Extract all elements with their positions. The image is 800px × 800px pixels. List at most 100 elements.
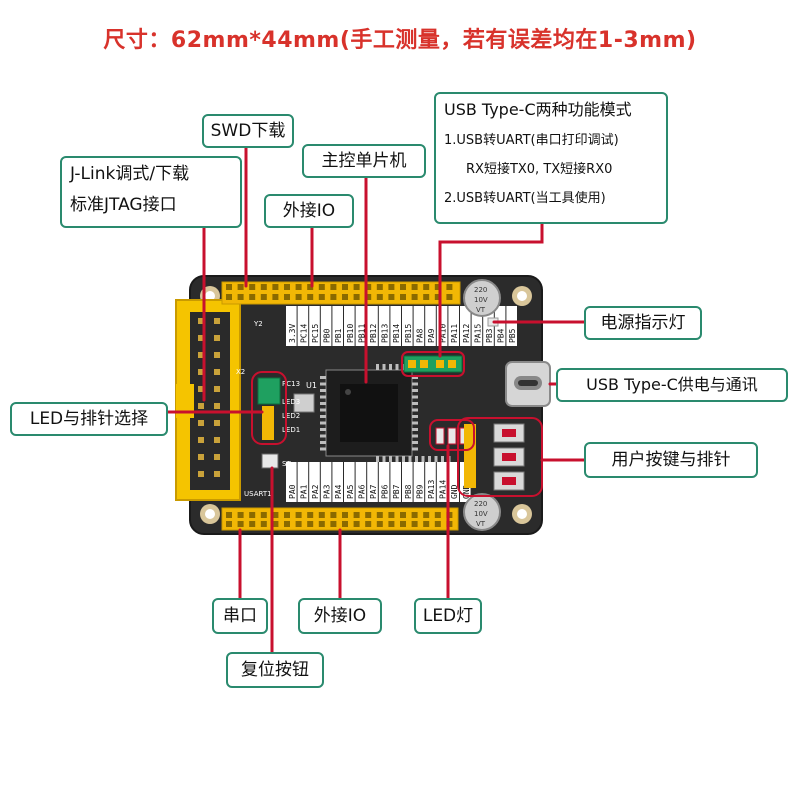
mounting-hole-bl — [200, 504, 220, 524]
chip-leg — [320, 376, 326, 379]
header-pin — [376, 512, 383, 518]
header-pin — [423, 294, 430, 300]
header-pin — [376, 284, 383, 290]
header-pin — [307, 294, 314, 300]
chip-leg — [412, 408, 418, 412]
jtag-pin — [214, 335, 220, 341]
callout-usb-mode-2: 2.USB转UART(当工具使用) — [444, 191, 606, 206]
header-pin — [226, 521, 232, 527]
silk-u1: U1 — [306, 381, 317, 390]
silk-label-bg — [436, 306, 448, 346]
header-pin — [226, 294, 232, 300]
silk-pin-label: PB5 — [508, 328, 517, 343]
chip-leg — [320, 447, 326, 451]
chip-leg — [421, 456, 425, 462]
silk-label-bg — [320, 462, 332, 502]
callout-reset: 复位按钮 — [226, 652, 324, 688]
silk-pc13: PC13 — [282, 380, 300, 388]
chip-leg — [389, 456, 392, 462]
mcu-chip: U1 — [306, 364, 451, 462]
silk-label-bg — [286, 306, 297, 346]
silk-pin-label: PA11 — [450, 324, 459, 343]
silk-pin-label: PA12 — [462, 324, 471, 343]
chip-leg — [415, 456, 418, 462]
page-title: 尺寸：62mm*44mm(手工测量，若有误差均在1-3mm) — [103, 28, 697, 53]
callout-swd: SWD下载 — [202, 114, 294, 148]
chip-leg — [428, 456, 431, 462]
header-pin — [365, 284, 372, 290]
silk-label-bg — [425, 462, 436, 502]
silk-x2: X2 — [236, 368, 245, 376]
silk-pin-label: PB1 — [334, 328, 343, 343]
crystal — [293, 393, 315, 413]
silk-pin-label: PA6 — [357, 484, 366, 499]
header-pin — [365, 512, 372, 518]
callout-power-led: 电源指示灯 — [584, 306, 702, 340]
silk-pin-label: PA8 — [415, 328, 424, 343]
silk-label-bg — [355, 462, 367, 502]
callout-mcu: 主控单片机 — [302, 144, 426, 178]
silk-label-bg — [413, 462, 425, 502]
leader-lines — [166, 146, 586, 654]
silk-label-bg — [286, 462, 297, 502]
silk-pin-label: PA0 — [288, 484, 297, 499]
silk-pin-label: PA4 — [334, 484, 343, 499]
callout-io-bottom: 外接IO — [298, 598, 382, 634]
silk-pin-label: GND — [462, 484, 471, 499]
header-pin — [342, 521, 348, 527]
chip-leg — [412, 389, 418, 392]
cap-bottom-label-1: 220 — [474, 500, 487, 508]
header-pin — [237, 284, 244, 290]
silk-pin-label: PB6 — [381, 484, 390, 499]
header-pin — [388, 521, 395, 527]
header-pin — [237, 512, 244, 518]
silk-label-bg — [297, 462, 309, 502]
callout-io-top: 外接IO — [264, 194, 354, 228]
callout-usb-mode-1b: RX短接TX0, TX短接RX0 — [466, 162, 613, 177]
silk-pin-label: PB10 — [346, 324, 355, 343]
chip-leg — [412, 415, 418, 418]
chip-leg — [320, 421, 326, 425]
header-pin — [318, 284, 325, 290]
header-pin — [388, 284, 395, 290]
header-pin — [365, 521, 372, 527]
header-pin — [307, 284, 314, 290]
chip-leg — [408, 456, 412, 462]
silk-label-bg — [402, 306, 413, 346]
chip-leg — [412, 382, 418, 386]
silk-led3: LED3 — [282, 398, 300, 406]
chip-leg — [395, 456, 399, 462]
jtag-pin — [214, 403, 220, 409]
chip-leg — [320, 389, 326, 392]
silk-label-bg — [367, 306, 378, 346]
silk-label-bg — [332, 306, 343, 346]
callout-jlink-line1: J-Link调式/下载 — [70, 164, 190, 184]
mounting-hole-br — [512, 504, 532, 524]
silk-pin-label: PB3 — [485, 328, 494, 343]
header-pin — [446, 294, 453, 300]
chip-leg — [320, 402, 326, 405]
silk-pin-label: PC15 — [311, 324, 320, 343]
silk-pin-label: PB9 — [415, 484, 424, 499]
silk-pin-label: PA14 — [439, 480, 448, 499]
jtag-pin — [214, 352, 220, 358]
jtag-pin — [198, 454, 204, 460]
cap-top-label-2: 10V — [474, 296, 488, 304]
jtag-pin — [214, 318, 220, 324]
usb-mode-jumpers — [403, 355, 463, 373]
cap-bottom-label-3: VT — [476, 520, 486, 528]
header-pin — [342, 294, 348, 300]
header-pin — [411, 284, 418, 290]
jtag-pin — [198, 386, 204, 392]
silk-label-bg — [332, 462, 343, 502]
capacitor-top: 220 10V VT — [463, 279, 501, 317]
header-pin — [318, 521, 325, 527]
silk-label-bg — [506, 306, 517, 346]
header-pin — [423, 284, 430, 290]
header-pin — [330, 512, 337, 518]
header-pin — [434, 284, 441, 290]
silk-st: ST — [282, 460, 291, 468]
silk-pin-label: PC14 — [299, 324, 308, 343]
header-pin — [423, 521, 430, 527]
